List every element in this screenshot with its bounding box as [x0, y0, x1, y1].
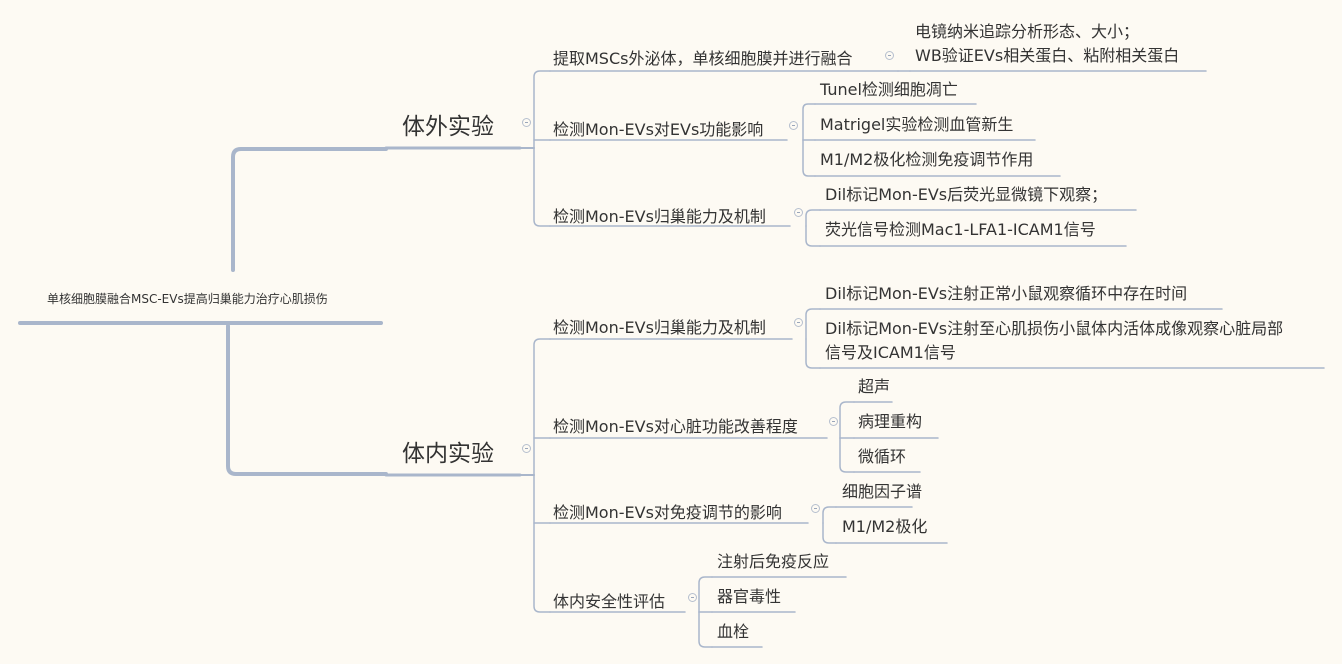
- branch-in-vivo[interactable]: 体内实验: [402, 441, 494, 467]
- collapse-toggle-icon[interactable]: [829, 417, 838, 426]
- topic-homing-vivo[interactable]: 检测Mon-EVs归巢能力及机制: [553, 318, 766, 337]
- root-topic[interactable]: 单核细胞膜融合MSC-EVs提高归巢能力治疗心肌损伤: [47, 292, 328, 306]
- leaf-m1m2-vivo[interactable]: M1/M2极化: [842, 517, 928, 536]
- collapse-toggle-icon[interactable]: [794, 208, 803, 217]
- topic-ev-function[interactable]: 检测Mon-EVs对EVs功能影响: [553, 120, 764, 139]
- leaf-cytokine[interactable]: 细胞因子谱: [842, 482, 923, 501]
- leaf-pathology[interactable]: 病理重构: [858, 412, 923, 431]
- collapse-toggle-icon[interactable]: [811, 504, 820, 513]
- leaf-tunel[interactable]: Tunel检测细胞凋亡: [820, 80, 958, 99]
- topic-extract-fusion[interactable]: 提取MSCs外泌体，单核细胞膜并进行融合: [553, 49, 853, 68]
- leaf-dil-circulation[interactable]: Dil标记Mon-EVs注射正常小鼠观察循环中存在时间: [825, 284, 1188, 303]
- leaf-matrigel[interactable]: Matrigel实验检测血管新生: [820, 115, 1014, 134]
- leaf-m1m2-vitro[interactable]: M1/M2极化检测免疫调节作用: [820, 150, 1034, 169]
- collapse-toggle-icon[interactable]: [885, 51, 894, 60]
- collapse-toggle-icon[interactable]: [522, 118, 531, 127]
- leaf-thrombus[interactable]: 血栓: [717, 622, 750, 641]
- leaf-ultrasound[interactable]: 超声: [858, 377, 891, 396]
- collapse-toggle-icon[interactable]: [522, 444, 531, 453]
- topic-immune-regulation[interactable]: 检测Mon-EVs对免疫调节的影响: [553, 503, 782, 522]
- leaf-dil-imaging[interactable]: Dil标记Mon-EVs注射至心肌损伤小鼠体内活体成像观察心脏局部 信号及ICA…: [825, 319, 1284, 362]
- leaf-em-wb[interactable]: 电镜纳米追踪分析形态、大小； WB验证EVs相关蛋白、粘附相关蛋白: [915, 22, 1180, 65]
- leaf-microcirculation[interactable]: 微循环: [858, 447, 907, 466]
- collapse-toggle-icon[interactable]: [789, 121, 798, 130]
- leaf-mac1-icam1[interactable]: 荧光信号检测Mac1-LFA1-ICAM1信号: [825, 220, 1096, 239]
- topic-cardiac-function[interactable]: 检测Mon-EVs对心脏功能改善程度: [553, 417, 798, 436]
- leaf-dil-fluorescence[interactable]: Dil标记Mon-EVs后荧光显微镜下观察；: [825, 185, 1108, 204]
- collapse-toggle-icon[interactable]: [688, 593, 697, 602]
- leaf-immune-response[interactable]: 注射后免疫反应: [717, 552, 830, 571]
- topic-safety[interactable]: 体内安全性评估: [553, 592, 666, 611]
- leaf-organ-toxicity[interactable]: 器官毒性: [717, 587, 782, 606]
- topic-homing-vitro[interactable]: 检测Mon-EVs归巢能力及机制: [553, 207, 766, 226]
- collapse-toggle-icon[interactable]: [794, 318, 803, 327]
- branch-in-vitro[interactable]: 体外实验: [402, 114, 494, 140]
